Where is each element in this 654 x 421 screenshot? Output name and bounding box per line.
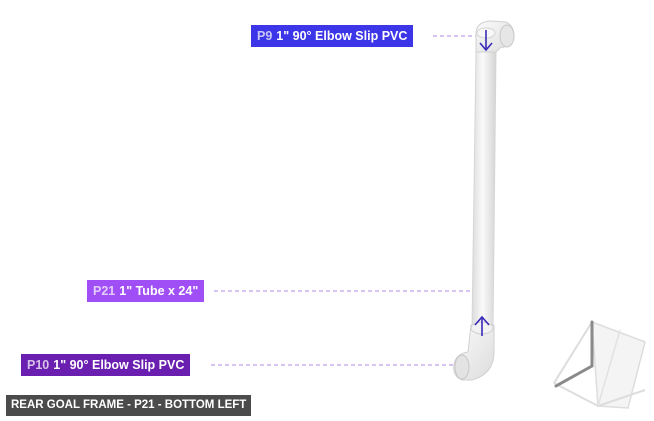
- part-description: 1" Tube x 24": [119, 284, 199, 298]
- highlighted-part-p21: [554, 320, 594, 388]
- step-caption: REAR GOAL FRAME - P21 - BOTTOM LEFT: [6, 395, 252, 416]
- part-description: 1" 90° Elbow Slip PVC: [276, 29, 408, 43]
- elbow-p10: [453, 321, 495, 381]
- arrow-up-icon: [474, 315, 490, 336]
- tube-p21: [471, 51, 497, 329]
- part-id: P9: [257, 29, 273, 43]
- elbow-p9: [475, 20, 515, 53]
- frame-overview-thumbnail: [553, 320, 646, 409]
- part-description: 1" 90° Elbow Slip PVC: [53, 358, 185, 372]
- part-id: P21: [93, 284, 116, 298]
- part-id: P10: [27, 358, 50, 372]
- arrow-down-icon: [479, 30, 493, 52]
